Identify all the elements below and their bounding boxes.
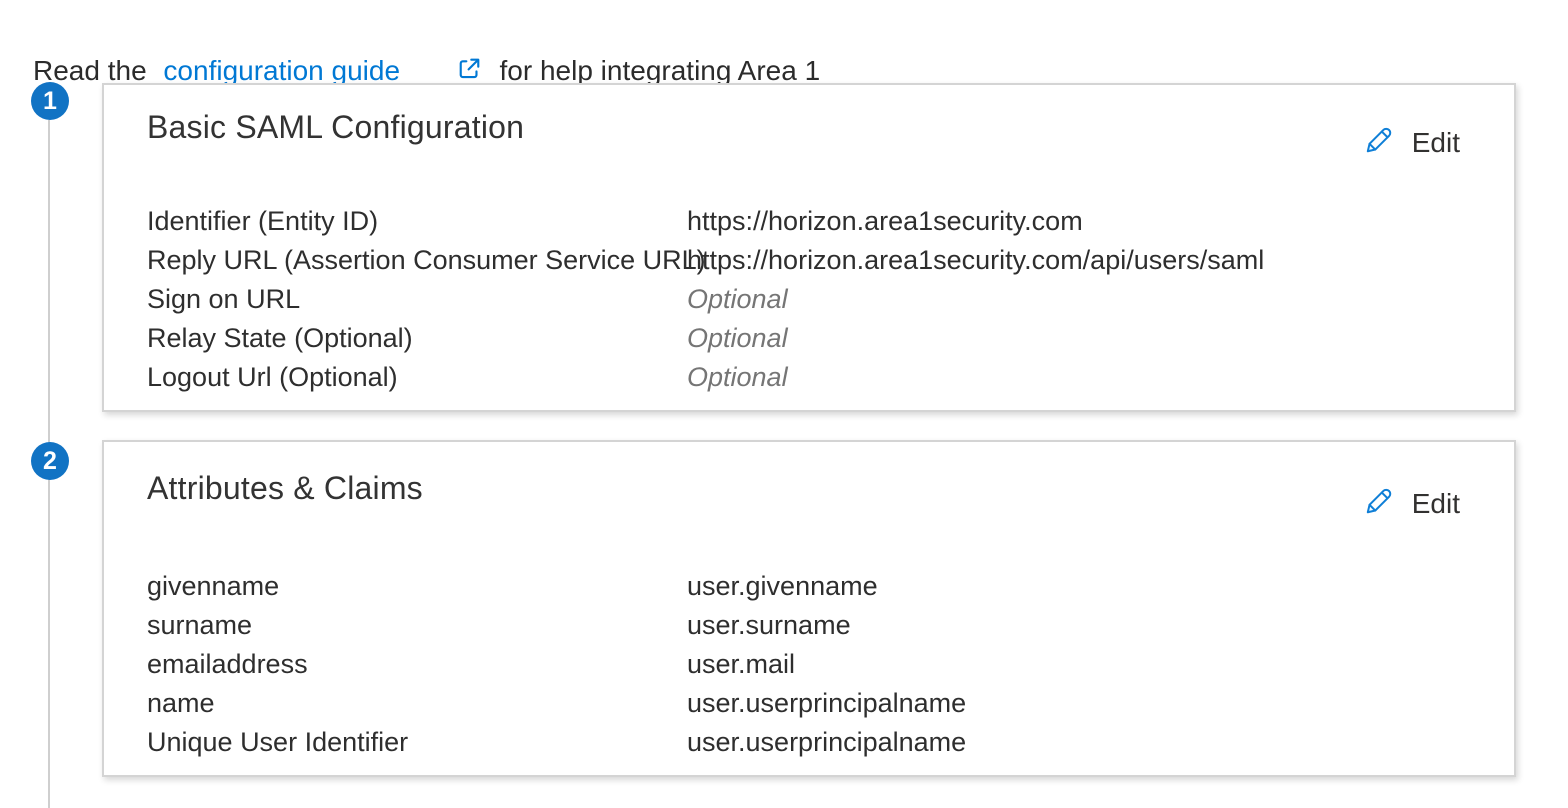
table-row: Identifier (Entity ID) https://horizon.a… bbox=[147, 202, 1460, 241]
row-value: user.givenname bbox=[687, 571, 878, 601]
row-value: Optional bbox=[687, 323, 788, 353]
row-value: https://horizon.area1security.com bbox=[687, 206, 1083, 236]
attributes-claims-rows: givenname user.givenname surname user.su… bbox=[147, 567, 1460, 762]
external-link-icon[interactable] bbox=[409, 23, 483, 121]
step-badge-2: 2 bbox=[31, 442, 69, 480]
row-label: givenname bbox=[147, 571, 280, 601]
step-number: 2 bbox=[43, 446, 57, 475]
row-value: user.userprincipalname bbox=[687, 688, 967, 718]
table-row: givenname user.givenname bbox=[147, 567, 1460, 606]
row-value: Optional bbox=[687, 284, 788, 314]
row-value: https://horizon.area1security.com/api/us… bbox=[687, 245, 1265, 275]
row-label: Relay State (Optional) bbox=[147, 323, 413, 353]
pencil-icon bbox=[1363, 123, 1395, 162]
row-label: surname bbox=[147, 610, 253, 640]
step-number: 1 bbox=[43, 86, 57, 115]
row-label: name bbox=[147, 688, 215, 718]
attributes-claims-card: Attributes & Claims Edit givenname u bbox=[102, 440, 1516, 777]
row-label: Sign on URL bbox=[147, 284, 301, 314]
edit-basic-saml-button[interactable]: Edit bbox=[1363, 123, 1460, 162]
pencil-icon bbox=[1363, 484, 1395, 523]
row-value: user.mail bbox=[687, 649, 796, 679]
card-title: Basic SAML Configuration bbox=[147, 109, 525, 145]
row-label: Logout Url (Optional) bbox=[147, 362, 398, 392]
step-badge-1: 1 bbox=[31, 82, 69, 120]
table-row: Unique User Identifier user.userprincipa… bbox=[147, 723, 1460, 762]
row-label: Unique User Identifier bbox=[147, 727, 409, 757]
basic-saml-rows: Identifier (Entity ID) https://horizon.a… bbox=[147, 202, 1460, 397]
row-value: Optional bbox=[687, 362, 788, 392]
table-row: Logout Url (Optional) Optional bbox=[147, 358, 1460, 397]
edit-button-label: Edit bbox=[1411, 126, 1460, 158]
configuration-guide-link[interactable]: configuration guide bbox=[163, 54, 401, 86]
table-row: Relay State (Optional) Optional bbox=[147, 319, 1460, 358]
row-label: Reply URL (Assertion Consumer Service UR… bbox=[147, 245, 706, 275]
table-row: Reply URL (Assertion Consumer Service UR… bbox=[147, 241, 1460, 280]
card-title: Attributes & Claims bbox=[147, 470, 423, 506]
edit-attributes-claims-button[interactable]: Edit bbox=[1363, 484, 1460, 523]
table-row: emailaddress user.mail bbox=[147, 645, 1460, 684]
edit-button-label: Edit bbox=[1411, 487, 1460, 519]
row-label: Identifier (Entity ID) bbox=[147, 206, 379, 236]
table-row: Sign on URL Optional bbox=[147, 280, 1460, 319]
basic-saml-configuration-card: Basic SAML Configuration Edit Identifier… bbox=[102, 83, 1516, 412]
intro-suffix: for help integrating Area 1 bbox=[491, 54, 821, 86]
intro-prefix: Read the bbox=[33, 54, 155, 86]
row-value: user.userprincipalname bbox=[687, 727, 967, 757]
row-label: emailaddress bbox=[147, 649, 308, 679]
intro-text: Read the configuration guide for help in… bbox=[33, 20, 820, 121]
table-row: surname user.surname bbox=[147, 606, 1460, 645]
row-value: user.surname bbox=[687, 610, 851, 640]
table-row: name user.userprincipalname bbox=[147, 684, 1460, 723]
